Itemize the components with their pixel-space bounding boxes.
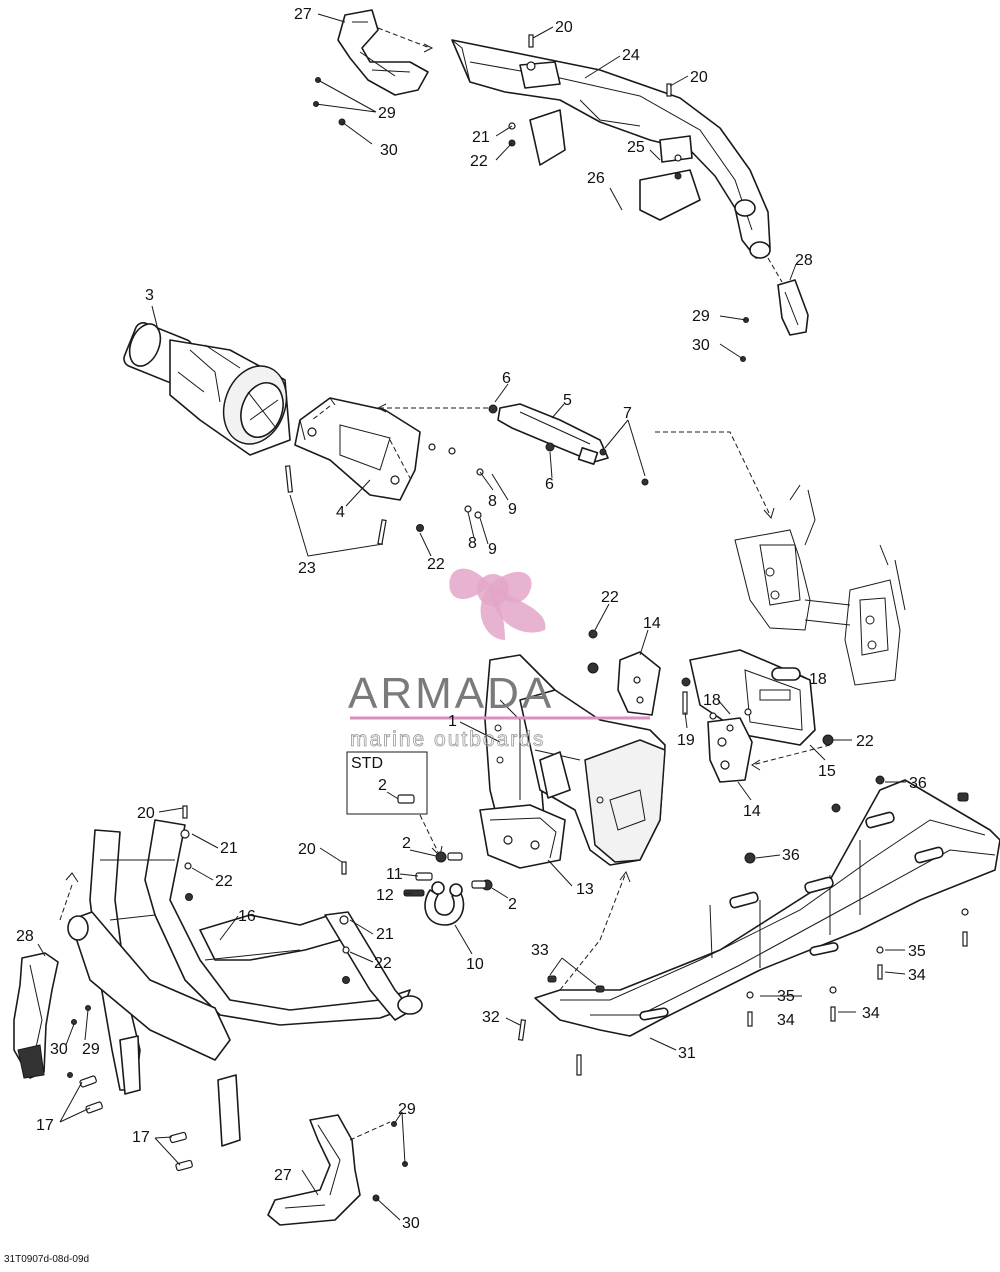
callout-28-top: 28 xyxy=(795,252,813,269)
front-bumper-16 xyxy=(59,819,423,1147)
callout-30-right: 30 xyxy=(692,337,710,354)
callout-12: 12 xyxy=(376,887,394,904)
callout-22-front-b: 22 xyxy=(374,955,392,972)
bumper-end-cap-27-top xyxy=(337,9,434,96)
figure-code: 31T0907d-08d-09d xyxy=(4,1254,89,1265)
callout-36-a: 36 xyxy=(909,775,927,792)
callout-31: 31 xyxy=(678,1045,696,1062)
callout-30-left: 30 xyxy=(50,1041,68,1058)
callout-6-a: 6 xyxy=(502,370,511,387)
callout-20-front-b: 20 xyxy=(298,841,316,858)
bumper-hardware xyxy=(67,34,749,1202)
callout-29-top: 29 xyxy=(378,105,396,122)
callout-17-a: 17 xyxy=(36,1117,54,1134)
callout-8-b: 8 xyxy=(468,535,477,552)
callout-21-top: 21 xyxy=(472,129,490,146)
callout-25: 25 xyxy=(627,139,645,156)
callout-29-bottom: 29 xyxy=(398,1101,416,1118)
callout-20-top-a: 20 xyxy=(555,19,573,36)
callout-2-a: 2 xyxy=(402,835,411,852)
callout-21-front-a: 21 xyxy=(220,840,238,857)
callout-3: 3 xyxy=(145,287,154,304)
bumper-end-cap-27-bottom xyxy=(267,1114,391,1226)
callout-labels: 27 20 24 20 29 30 21 22 25 26 28 29 30 3… xyxy=(16,6,927,1232)
callout-1: 1 xyxy=(448,713,457,730)
callout-32: 32 xyxy=(482,1009,500,1026)
callout-4: 4 xyxy=(336,504,345,521)
winch-bracket-4 xyxy=(294,397,421,501)
callout-18-b: 18 xyxy=(703,692,721,709)
std-callout: 2 xyxy=(378,777,387,794)
watermark-tagline: marine outboards xyxy=(350,728,545,751)
frame-section-sketch xyxy=(734,484,906,686)
callout-17-b: 17 xyxy=(132,1129,150,1146)
callout-22-bracket-top: 22 xyxy=(601,589,619,606)
std-label: STD xyxy=(351,755,383,772)
callout-35-b: 35 xyxy=(777,988,795,1005)
callout-6-b: 6 xyxy=(545,476,554,493)
callout-5: 5 xyxy=(563,392,572,409)
pin-18 xyxy=(771,667,801,681)
bumper-end-cap-28-left xyxy=(13,952,59,1079)
callout-29-right: 29 xyxy=(692,308,710,325)
callout-22-bracket-right: 22 xyxy=(856,733,874,750)
callout-14-upper: 14 xyxy=(643,615,661,632)
callout-20-front-a: 20 xyxy=(137,805,155,822)
callout-14-lower: 14 xyxy=(743,803,761,820)
callout-8-a: 8 xyxy=(488,493,497,510)
mount-bracket-14-lower xyxy=(707,717,753,783)
propeller-logo xyxy=(449,568,546,640)
callout-18-a: 18 xyxy=(809,671,827,688)
hitch-bracket-13 xyxy=(479,804,566,869)
callout-34-a: 34 xyxy=(908,967,926,984)
winch-plate-5 xyxy=(497,403,609,465)
callout-9-a: 9 xyxy=(508,501,517,518)
callout-10: 10 xyxy=(466,956,484,973)
std-box: STD 2 xyxy=(346,751,428,815)
callout-33: 33 xyxy=(531,942,549,959)
callout-30-top: 30 xyxy=(380,142,398,159)
leader-lines xyxy=(37,13,906,1221)
callout-23: 23 xyxy=(298,560,316,577)
callout-19: 19 xyxy=(677,732,695,749)
callout-36-b: 36 xyxy=(782,847,800,864)
watermark-brand: ARMADA xyxy=(348,669,554,718)
skid-plate-31 xyxy=(534,779,1000,1037)
callout-2-b: 2 xyxy=(508,896,517,913)
callout-13: 13 xyxy=(576,881,594,898)
callout-28-left: 28 xyxy=(16,928,34,945)
front-bumper-cover-1 xyxy=(484,654,666,866)
callout-26: 26 xyxy=(587,170,605,187)
bumper-end-cap-28-top xyxy=(767,257,809,336)
skid-plate-hardware xyxy=(517,775,969,1076)
callout-15: 15 xyxy=(818,763,836,780)
rear-bumper-24 xyxy=(451,39,771,259)
callout-11: 11 xyxy=(386,866,403,883)
callout-27-top: 27 xyxy=(294,6,312,23)
winch-3 xyxy=(123,322,291,456)
armada-watermark: ARMADA marine outboards xyxy=(348,568,650,751)
callout-29-left: 29 xyxy=(82,1041,100,1058)
callout-22-top: 22 xyxy=(470,153,488,170)
callout-35-a: 35 xyxy=(908,943,926,960)
callout-22-front-a: 22 xyxy=(215,873,233,890)
callout-22-winch: 22 xyxy=(427,556,445,573)
callout-9-b: 9 xyxy=(488,541,497,558)
hitch-hardware xyxy=(403,814,493,926)
callout-7: 7 xyxy=(623,405,632,422)
callout-30-bottom: 30 xyxy=(402,1215,420,1232)
callout-27-bottom: 27 xyxy=(274,1167,292,1184)
mount-bracket-14-upper xyxy=(617,651,661,716)
bracket-hardware xyxy=(587,629,834,746)
callout-34-c: 34 xyxy=(862,1005,880,1022)
callout-20-top-b: 20 xyxy=(690,69,708,86)
callout-34-b: 34 xyxy=(777,1012,795,1029)
callout-21-front-b: 21 xyxy=(376,926,394,943)
callout-16: 16 xyxy=(238,908,256,925)
callout-24: 24 xyxy=(622,47,640,64)
